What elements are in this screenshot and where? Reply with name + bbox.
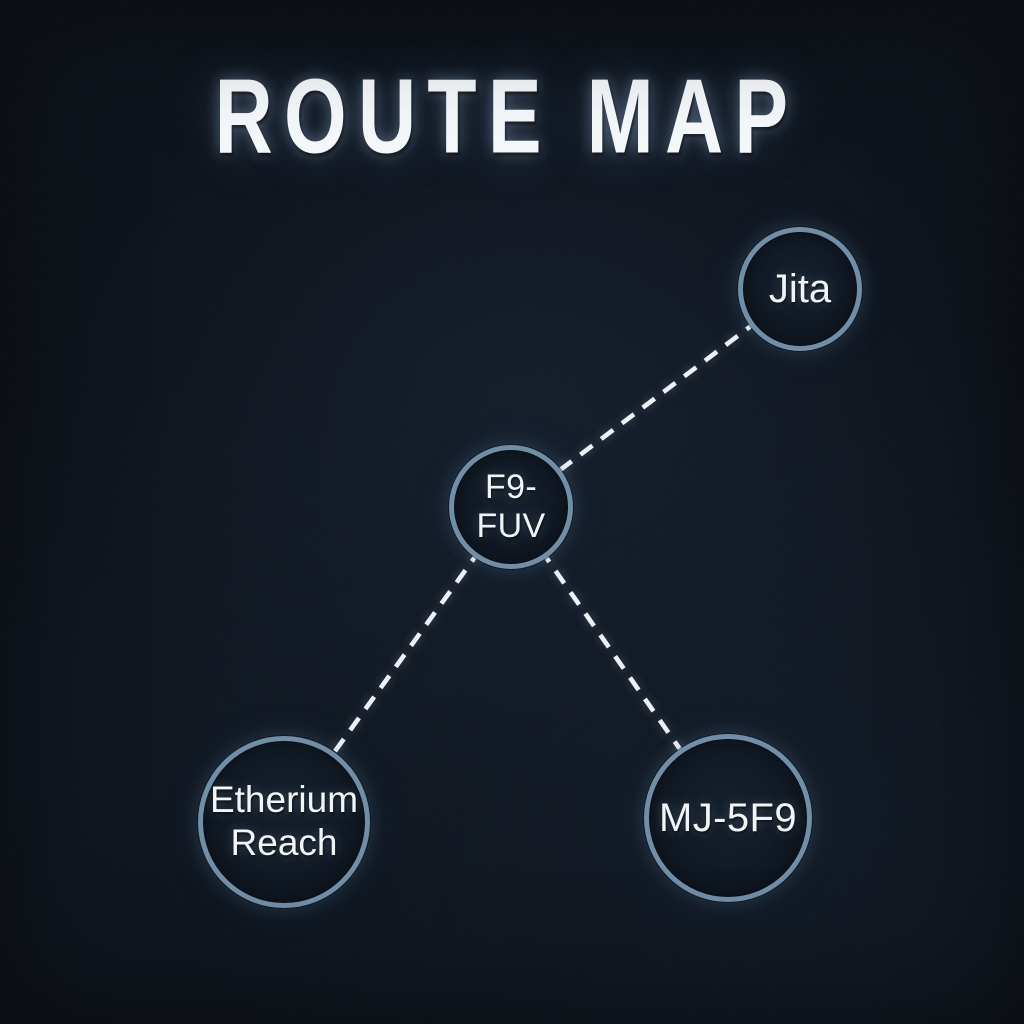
node-etherium-reach[interactable]: Etherium Reach xyxy=(198,736,370,908)
node-mj-5f9-label: MJ-5F9 xyxy=(659,795,797,840)
node-f9-fuv-label: F9-FUV xyxy=(476,467,546,545)
node-f9-fuv[interactable]: F9-FUV xyxy=(449,445,573,569)
page-title: ROUTE MAP xyxy=(214,57,800,176)
node-jita-label: Jita xyxy=(768,266,832,311)
node-mj-5f9[interactable]: MJ-5F9 xyxy=(644,734,812,902)
node-etherium-reach-label: Etherium Reach xyxy=(209,779,359,863)
node-jita[interactable]: Jita xyxy=(738,227,862,351)
